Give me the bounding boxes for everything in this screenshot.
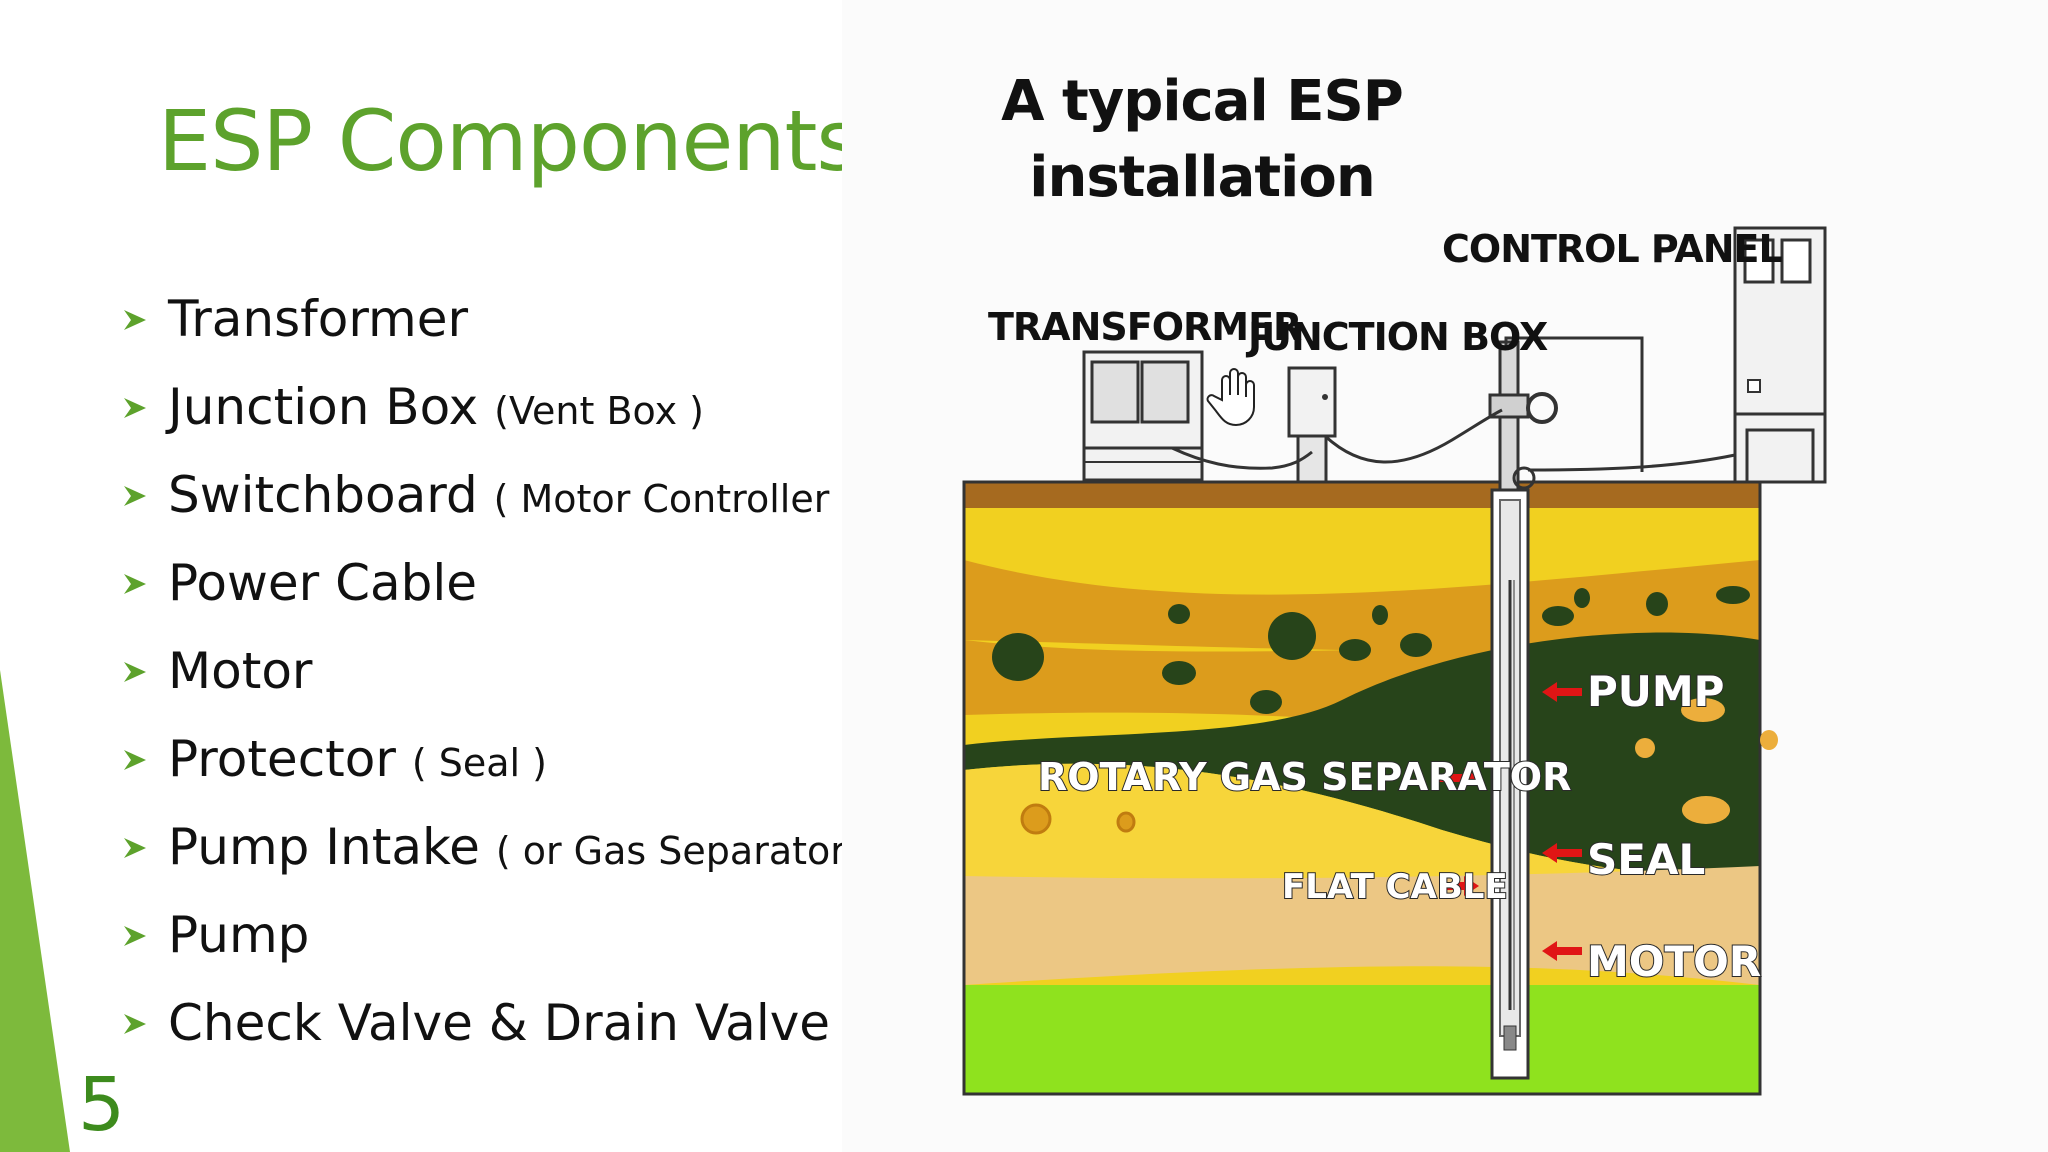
bullet-text: Pump Intake <box>168 818 480 876</box>
transformer-unit <box>1084 352 1202 480</box>
esp-installation-diagram: A typical ESP installation CONTROL PANEL… <box>842 0 2048 1152</box>
bullet-item: Pump <box>118 899 873 987</box>
bullet-text: Junction Box <box>168 378 478 436</box>
bullet-text: Transformer <box>168 290 468 348</box>
slide-title: ESP Components <box>158 92 859 190</box>
bullet-note: ( or Gas Separator ) <box>496 829 873 873</box>
wellhead <box>1490 342 1556 490</box>
label-motor: MOTOR <box>1587 937 1761 986</box>
label-flat-cable: FLAT CABLE <box>1282 867 1508 907</box>
surface-layer <box>964 482 1760 508</box>
chevron-arrow-icon <box>122 1011 148 1037</box>
junction-box-unit <box>1289 368 1335 482</box>
bullet-item: Switchboard ( Motor Controller ) <box>118 459 873 547</box>
chevron-arrow-icon <box>122 747 148 773</box>
bullet-item: Check Valve & Drain Valve <box>118 987 873 1075</box>
bullet-item: Power Cable <box>118 547 873 635</box>
bullet-item: Protector ( Seal ) <box>118 723 873 811</box>
bullet-item: Pump Intake ( or Gas Separator ) <box>118 811 873 899</box>
bullet-item: Motor <box>118 635 873 723</box>
chevron-arrow-icon <box>122 923 148 949</box>
bullet-note: ( Seal ) <box>412 741 547 785</box>
chevron-arrow-icon <box>122 483 148 509</box>
label-seal: SEAL <box>1587 835 1705 884</box>
chevron-arrow-icon <box>122 659 148 685</box>
label-junction-box: JUNCTION BOX <box>1245 315 1548 359</box>
label-control-panel: CONTROL PANEL <box>1442 227 1782 271</box>
green-base-layer <box>964 985 1760 1094</box>
chevron-arrow-icon <box>122 395 148 421</box>
bullet-text: Protector <box>168 730 396 788</box>
bullet-text: Switchboard <box>168 466 478 524</box>
hand-cursor-icon <box>1208 369 1254 425</box>
diagram-title-line2: installation <box>1029 145 1374 210</box>
bullet-text: Motor <box>168 642 312 700</box>
bullet-item: Junction Box (Vent Box ) <box>118 371 873 459</box>
bullet-text: Check Valve & Drain Valve <box>168 994 830 1052</box>
chevron-arrow-icon <box>122 307 148 333</box>
chevron-arrow-icon <box>122 571 148 597</box>
bullet-item: Transformer <box>118 283 873 371</box>
accent-wedge <box>0 0 100 1152</box>
label-rotary-gas-separator: ROTARY GAS SEPARATOR <box>1038 755 1571 799</box>
slide-number: 5 <box>78 1062 125 1148</box>
bullet-note: ( Motor Controller ) <box>494 477 857 521</box>
label-pump: PUMP <box>1587 667 1724 716</box>
bullet-note: (Vent Box ) <box>494 389 704 433</box>
chevron-arrow-icon <box>122 835 148 861</box>
bullet-text: Pump <box>168 906 309 964</box>
diagram-title-line1: A typical ESP <box>1001 69 1403 134</box>
bullet-text: Power Cable <box>168 554 477 612</box>
bullet-list: Transformer Junction Box (Vent Box ) Swi… <box>118 283 873 1075</box>
